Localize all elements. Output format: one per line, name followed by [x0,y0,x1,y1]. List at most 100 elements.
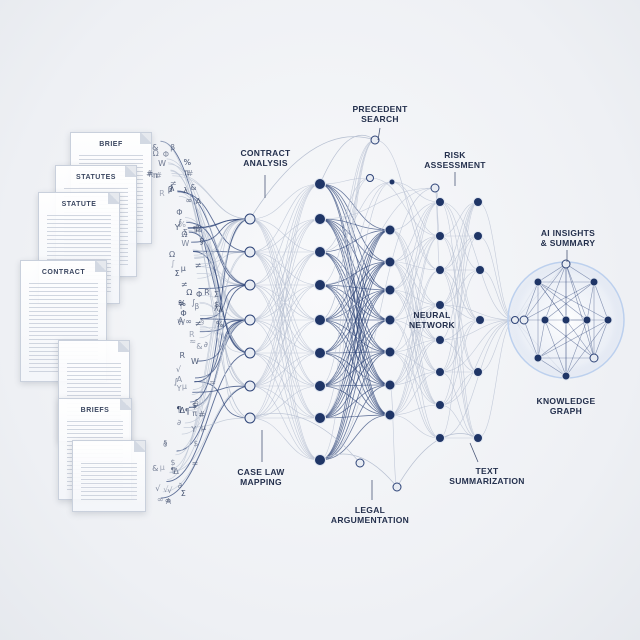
legal-symbol: % [178,220,186,230]
network-node [435,265,445,275]
legal-symbol: Φ [196,289,203,299]
network-node [435,433,445,443]
network-edge [389,289,441,341]
network-edge [319,351,391,419]
legal-symbol: Φ [162,150,170,160]
fan-edge [167,218,251,480]
network-edge [319,218,391,231]
legal-symbol: Σ [213,290,219,300]
network-node [244,213,256,225]
network-edge [319,414,391,461]
legal-symbol: Σ [180,488,186,498]
knowledge-graph-edge [593,281,609,321]
legal-symbol: ¶ [192,224,198,234]
network-node [473,433,483,443]
network-edge [319,289,391,354]
legal-symbol: √ [167,486,173,496]
legal-symbol: Δ [195,225,201,235]
network-edge [319,284,391,416]
input-fan-edges [160,140,251,499]
label-precedent-search: PRECEDENT SEARCH [352,104,408,124]
legal-symbol: π [192,409,198,419]
network-edge [319,319,391,461]
network-edge [319,183,391,416]
network-node [314,454,326,466]
legal-symbol: W [177,317,186,327]
network-edge [389,414,441,439]
legal-symbol: λ [169,183,175,193]
network-edge [439,269,481,321]
legal-symbol: ∫ [177,217,182,227]
network-edge [319,251,391,416]
legal-symbol: Φ [180,308,187,318]
network-edge [389,289,441,406]
network-edge [389,261,441,439]
network-node [603,315,613,325]
legal-symbol: & [190,183,197,193]
network-edge [439,201,479,271]
network-node [244,347,256,359]
legal-symbol: ∞ [164,496,172,506]
label-knowledge-graph: KNOWLEDGE GRAPH [536,396,596,416]
network-edge [389,261,441,406]
legal-symbol: Φ [176,208,183,218]
network-edge [391,181,441,271]
legal-symbol: λ [218,305,223,314]
label-leader-lines [261,127,568,500]
legal-symbol: λ [183,185,189,195]
network-edge [439,371,479,406]
knowledge-graph-edge [593,319,609,359]
network-edge [249,218,321,461]
legal-symbol: ∂ [177,480,183,490]
network-node [388,178,396,186]
network-node [244,279,256,291]
network-edge [439,201,481,321]
network-node [589,353,599,363]
fan-edge [188,231,251,354]
network-edge [439,371,479,439]
network-node [244,246,256,258]
network-node [533,353,543,363]
legal-symbol: Σ [174,269,180,279]
knowledge-graph-edge [537,263,567,283]
network-edge [249,385,321,461]
network-node [435,197,445,207]
legal-symbol: § [200,316,205,326]
fan-edge [192,251,251,390]
network-node [473,197,483,207]
fan-edge [197,218,251,279]
network-edge [389,371,441,386]
legal-symbol: Σ [182,227,188,237]
network-node [384,379,396,391]
network-nodes [244,135,613,492]
network-edge [249,183,321,220]
network-edge [319,289,391,419]
knowledge-graph-edge [537,281,609,321]
legal-symbol: ≈ [189,336,197,346]
network-edge [439,304,516,321]
legal-symbol: ≠ [194,260,202,270]
legal-symbol: $ [192,400,198,410]
legal-symbol: μ [159,462,165,472]
network-node [435,367,445,377]
network-node [540,315,550,325]
legal-symbol: R [189,330,195,339]
legal-symbol: √ [175,364,181,374]
network-edge [319,251,391,321]
legal-symbol: Ω [186,287,193,297]
legal-symbol: Y [191,424,197,434]
network-node [314,380,326,392]
network-edge [389,235,441,386]
network-edge [319,352,391,416]
fan-edge [160,140,251,354]
network-edge [439,319,516,341]
network-node [435,231,445,241]
network-node [366,174,374,182]
network-node [511,316,519,324]
knowledge-graph-edge [565,263,595,359]
network-edge [439,319,516,439]
network-edge [319,181,393,419]
network-edge [389,289,441,373]
network-edge [319,229,391,253]
network-node [314,314,326,326]
